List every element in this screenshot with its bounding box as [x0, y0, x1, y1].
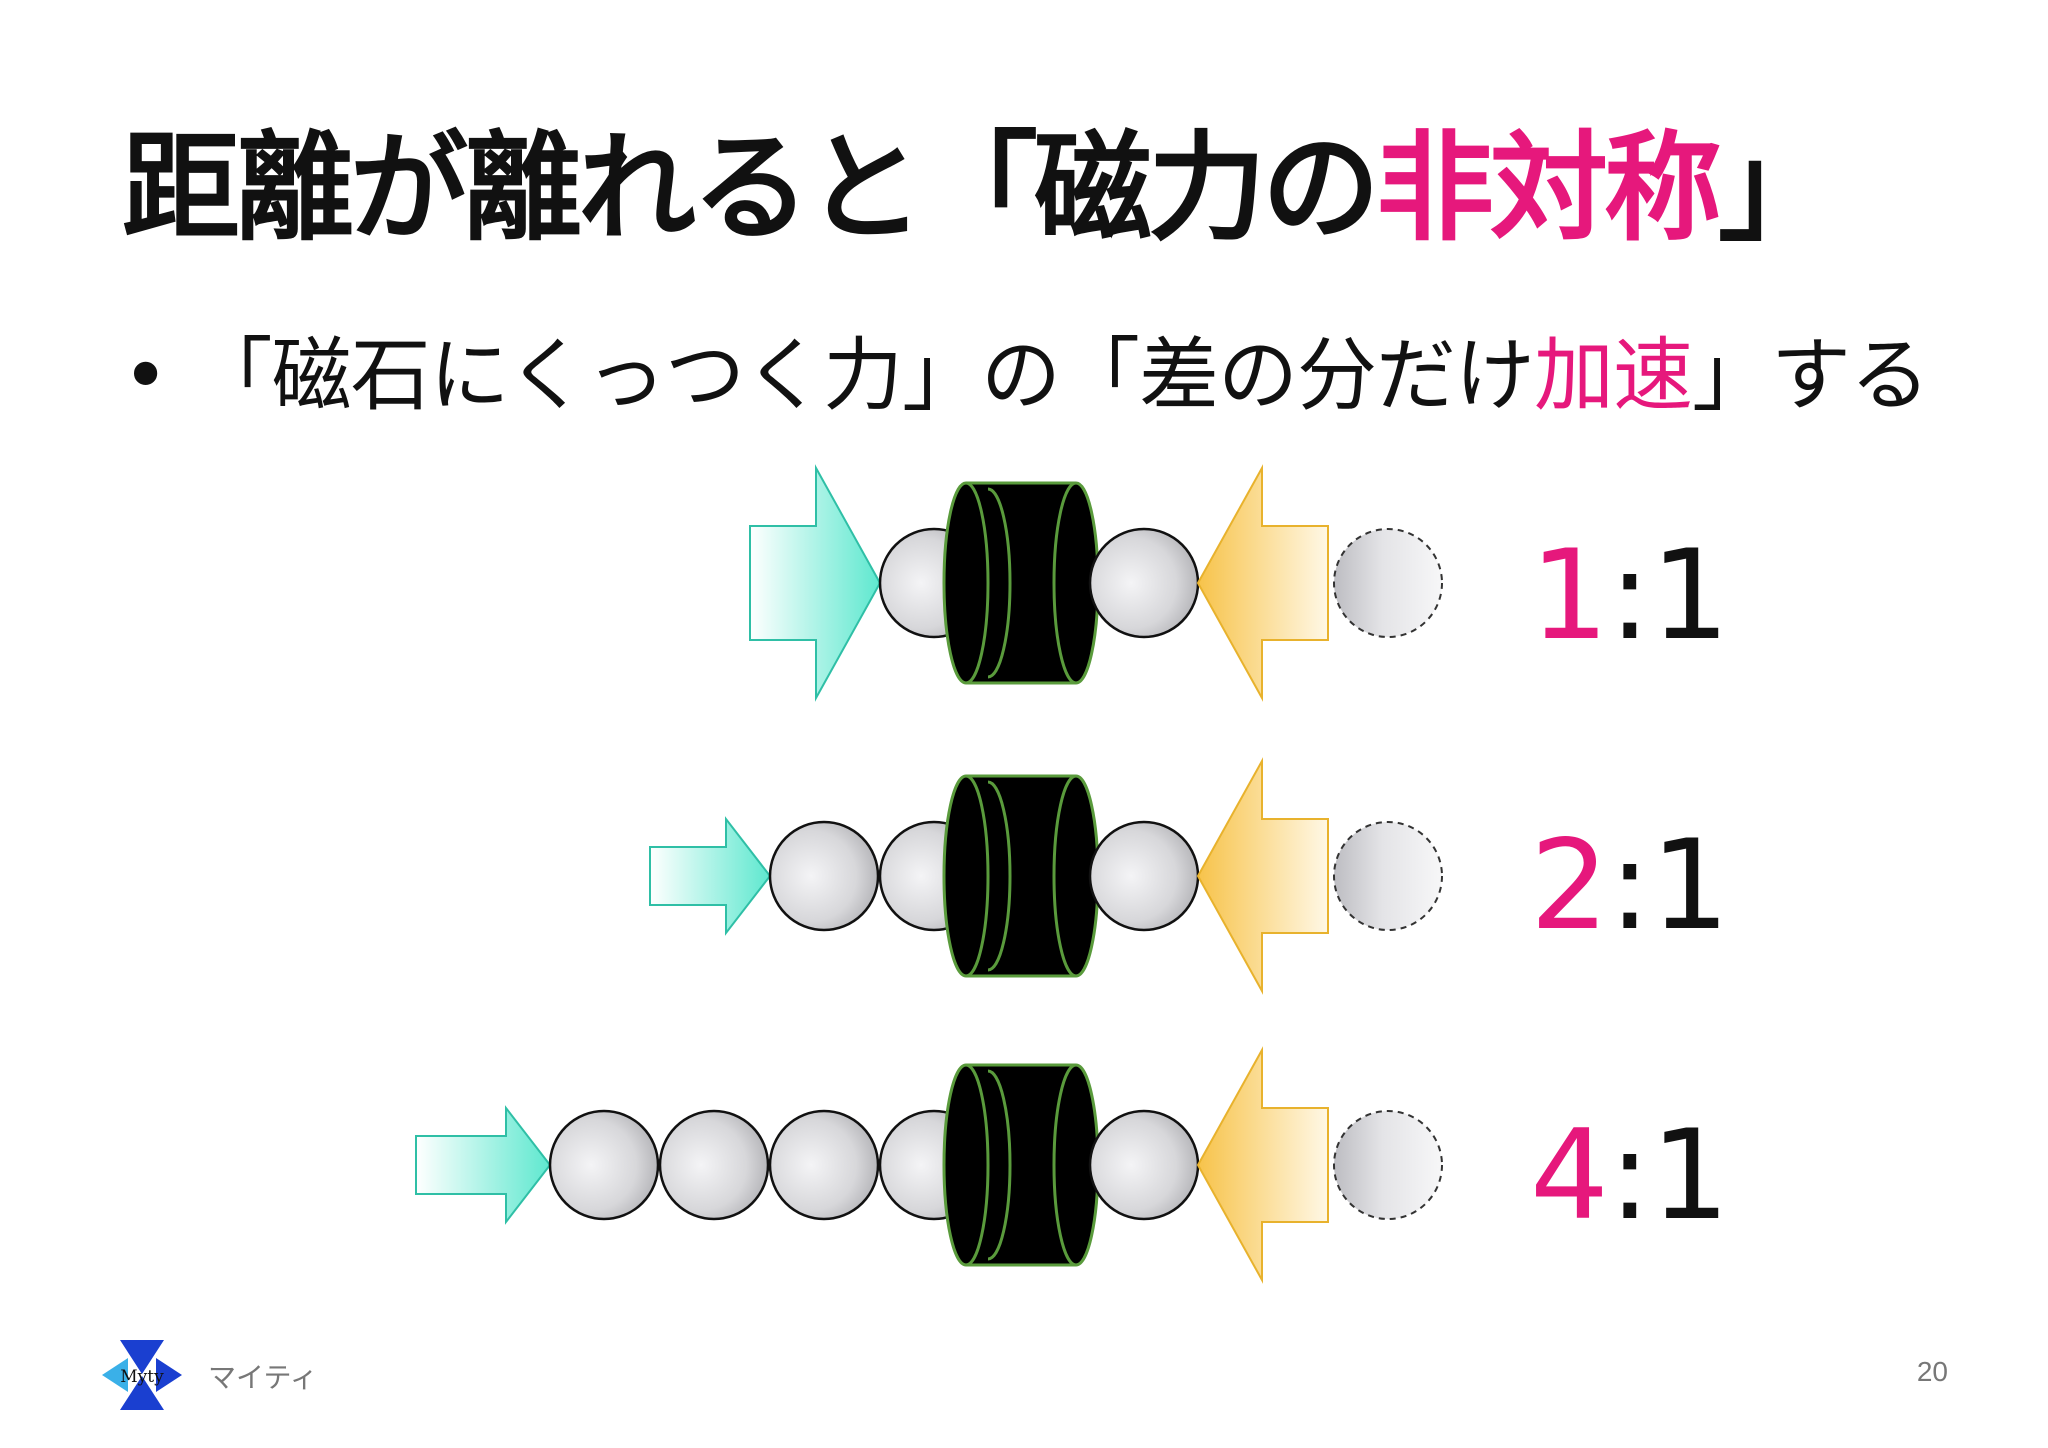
magnet-inner-edge — [987, 1069, 1012, 1261]
myty-logo: Myty — [102, 1340, 182, 1410]
force-arrow-left — [649, 816, 772, 936]
ratio-left: 2 — [1530, 814, 1609, 958]
logo-text: Myty — [120, 1367, 164, 1387]
magnet-inner-edge — [987, 487, 1012, 679]
magnet-inner-edge — [987, 780, 1012, 972]
ratio-right: 1 — [1650, 814, 1730, 958]
force-arrow-right — [1196, 464, 1329, 702]
logo-triangle-right — [156, 1358, 182, 1392]
iron-ball — [658, 1109, 770, 1221]
diagram-row-2 — [649, 757, 1443, 995]
logo-triangle-left — [102, 1358, 128, 1392]
magnet-face-left — [942, 1063, 990, 1267]
iron-ball-right — [1088, 1109, 1200, 1221]
magnet-face-left — [942, 481, 990, 685]
title-post: 」 — [1718, 118, 1836, 257]
magnet-edge — [966, 1063, 1076, 1267]
magnet-edge — [966, 481, 1076, 685]
bullet-point: • 「磁石にくっつく力」の「差の分だけ加速」する — [122, 326, 1930, 426]
force-arrow-right — [1196, 757, 1329, 995]
ratio-label-1: 1:1 — [1530, 534, 1730, 658]
bullet-post: 」する — [1692, 329, 1930, 422]
ratio-sep: : — [1608, 524, 1651, 668]
force-arrow-left — [415, 1105, 552, 1225]
iron-ball-right — [1088, 527, 1200, 639]
force-arrow-left — [749, 464, 882, 702]
ratio-right: 1 — [1650, 1104, 1730, 1248]
ghost-ball — [1333, 1110, 1443, 1220]
magnet-face-left — [942, 774, 990, 978]
logo-triangle-bottom — [120, 1376, 164, 1410]
ratio-left: 4 — [1530, 1104, 1609, 1248]
iron-ball — [548, 1109, 660, 1221]
title-accent: 非対称 — [1376, 118, 1722, 257]
ratio-sep: : — [1608, 814, 1651, 958]
diagram-row-3 — [415, 1046, 1443, 1284]
diagram-row-1 — [749, 464, 1443, 702]
ratio-label-3: 4:1 — [1530, 1114, 1730, 1238]
bullet-accent: 加速 — [1534, 329, 1693, 422]
ratio-left: 1 — [1530, 524, 1609, 668]
bullet-pre: 「磁石にくっつく力」の「差の分だけ — [192, 329, 1535, 422]
bullet-marker: • — [122, 329, 169, 422]
slide-title: 距離が離れると「磁力の非対称」 — [122, 118, 1836, 258]
magnet-edge — [966, 774, 1076, 978]
ratio-right: 1 — [1650, 524, 1730, 668]
ratio-sep: : — [1608, 1104, 1651, 1248]
title-pre: 距離が離れると「磁力の — [122, 118, 1380, 257]
logo-triangle-top — [120, 1340, 164, 1374]
footer-company: マイティ — [208, 1361, 318, 1394]
iron-ball-right — [1088, 820, 1200, 932]
iron-ball — [768, 1109, 880, 1221]
iron-ball — [768, 820, 880, 932]
force-arrow-right — [1196, 1046, 1329, 1284]
page-number: 20 — [1916, 1356, 1948, 1387]
ratio-label-2: 2:1 — [1530, 824, 1730, 948]
ghost-ball — [1333, 821, 1443, 931]
ghost-ball — [1333, 528, 1443, 638]
